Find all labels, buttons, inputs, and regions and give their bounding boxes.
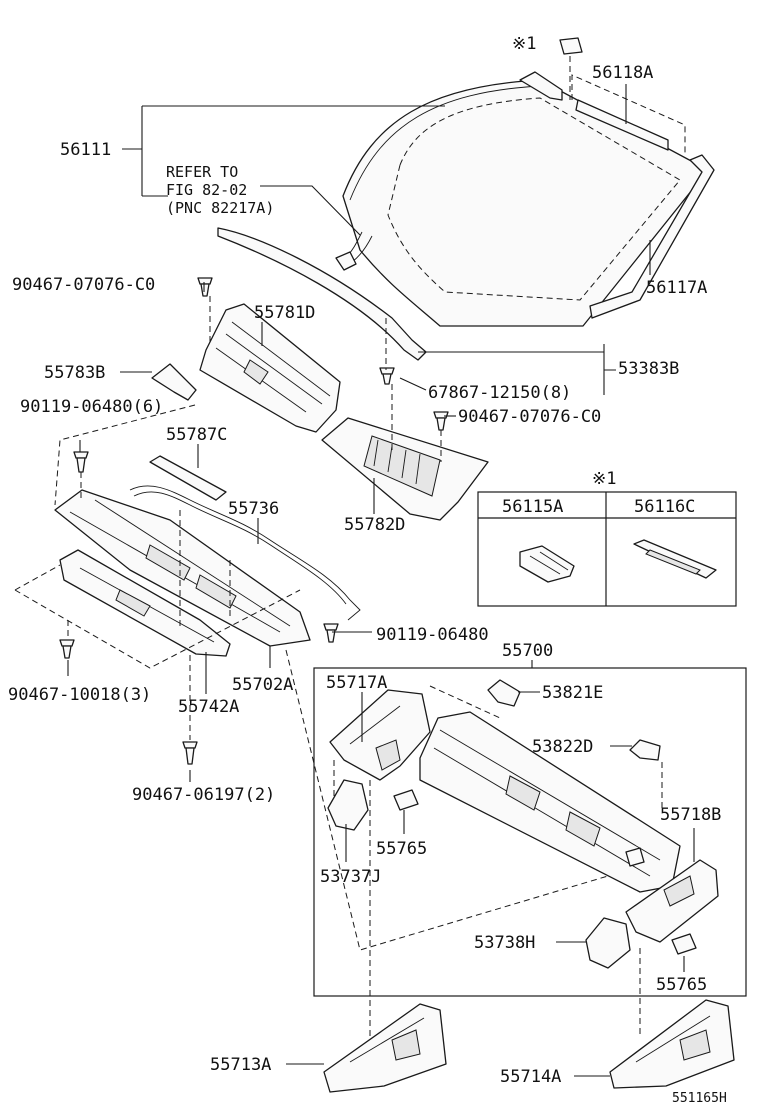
side-seal-part [151,363,197,401]
diagram-code: 551165H [672,1091,727,1106]
brace-left-part [329,689,431,781]
clip-icon-lower [379,367,395,385]
leader-lines [67,84,695,1077]
label-upper-molding: 56118A [592,63,653,83]
note-mark-top: ※1 [512,34,536,54]
label-side-molding: 56117A [646,278,707,298]
bolt-icon-bottom [182,741,198,765]
inset-table [477,491,737,607]
label-windshield: 56111 [60,140,111,160]
label-refer-line2: FIG 82-02 [166,181,247,199]
clip-56116C-icon [633,539,717,579]
apron-left-part [323,1003,447,1093]
label-pad: 55787C [166,425,227,445]
label-bracket-small-2: 55765 [656,975,707,995]
bracket-b-part [629,739,661,761]
inset-header-col2: 56116C [634,497,695,517]
label-lower-molding: 53383B [618,359,679,379]
assembly-line-8 [14,589,301,669]
clip-56115A-icon [519,545,575,583]
label-cowl-lower: 55742A [178,697,239,717]
long-seal-part [129,485,361,621]
brace-right-part [625,859,719,943]
label-apron-left: 55713A [210,1055,271,1075]
label-support-left: 53737J [320,867,381,887]
label-long-seal: 55736 [228,499,279,519]
assembly-line-5 [54,404,196,506]
label-clip-right: 90467-07076-C0 [458,407,601,427]
cowl-vent-panel-part [54,489,311,647]
assembly-line-14 [429,685,501,719]
label-clip-lower: 67867-12150(8) [428,383,571,403]
label-screw-right: 90119-06480 [376,625,489,645]
label-side-seal: 55783B [44,363,105,383]
label-apron-right: 55714A [500,1067,561,1087]
label-bracket-a: 53821E [542,683,603,703]
clip-icon-left-bottom [59,639,75,659]
assembly-line-13 [285,649,629,951]
connector-part [335,231,373,271]
assembly-line-7 [14,564,61,591]
upper-molding-part [519,37,686,155]
dash-panel-part [419,711,681,893]
note-mark-inset: ※1 [592,469,616,489]
cowl-top-left-part [199,303,341,433]
support-left-part [327,779,369,831]
label-support-right: 53738H [474,933,535,953]
pad-part [149,455,227,501]
support-right-part [585,917,631,969]
clip-icon-top [197,277,213,297]
label-cowl-top-right: 55782D [344,515,405,535]
inset-header-col1: 56115A [502,497,563,517]
label-bolt-bottom: 90467-06197(2) [132,785,275,805]
bracket-a-part [487,679,521,707]
label-screw-left: 90119-06480(6) [20,397,163,417]
label-bracket-b: 53822D [532,737,593,757]
label-bracket-small: 55765 [376,839,427,859]
label-panel-assy: 55700 [502,641,553,661]
side-molding-part [589,154,715,319]
label-refer-line1: REFER TO [166,163,238,181]
screw-icon-left [73,451,89,473]
apron-right-part [609,999,735,1089]
label-refer-line3: (PNC 82217A) [166,199,274,217]
bracket-small-2-part [671,933,697,955]
bracket-small-part [393,789,419,811]
label-cowl-vent: 55702A [232,675,293,695]
label-cowl-top-left: 55781D [254,303,315,323]
label-brace-left: 55717A [326,673,387,693]
cowl-top-right-part [321,417,489,521]
label-clip-left-bottom: 90467-10018(3) [8,685,151,705]
clip-icon-right [433,411,449,431]
cowl-lower-part [59,549,231,657]
lower-molding-part [217,227,427,361]
screw-icon-right [323,623,339,643]
label-clip-top: 90467-07076-C0 [12,275,155,295]
panel-assy-frame [313,667,747,997]
label-brace-right: 55718B [660,805,721,825]
